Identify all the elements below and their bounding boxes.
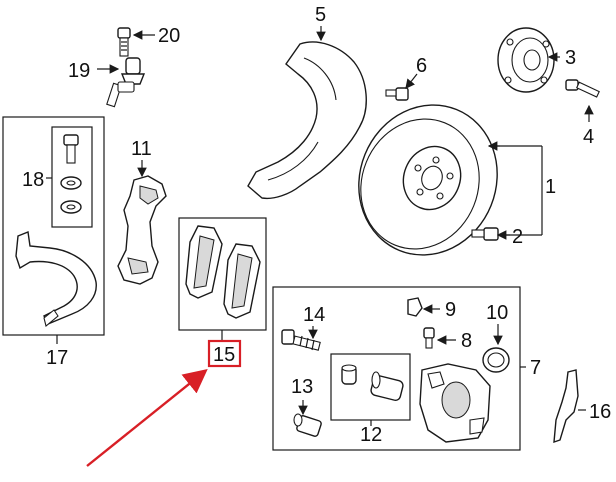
part-4-hub-bolt[interactable] <box>565 79 600 98</box>
part-16-anti-rattle-spring[interactable] <box>553 369 579 444</box>
callout-14[interactable]: 14 <box>303 304 325 326</box>
part-17-clip[interactable] <box>15 231 97 327</box>
callout-6[interactable]: 6 <box>416 55 427 77</box>
callout-10[interactable]: 10 <box>486 302 508 324</box>
bracket-1 <box>489 145 543 236</box>
callout-1[interactable]: 1 <box>545 176 556 198</box>
part-18-bolt-washers[interactable] <box>60 134 82 214</box>
callout-17[interactable]: 17 <box>46 347 68 369</box>
callout-3[interactable]: 3 <box>565 47 576 69</box>
callout-19[interactable]: 19 <box>68 60 90 82</box>
callout-12[interactable]: 12 <box>360 424 382 446</box>
leader-6 <box>405 73 418 89</box>
callout-8[interactable]: 8 <box>461 330 472 352</box>
part-1-brake-rotor[interactable] <box>336 84 519 276</box>
part-7-caliper[interactable] <box>419 363 491 443</box>
part-13-guide-pin[interactable] <box>293 413 322 437</box>
part-12-bushings[interactable] <box>341 364 404 401</box>
part-19-guide-bolt[interactable] <box>106 57 146 108</box>
part-20-bolt[interactable] <box>117 27 131 57</box>
callout-15[interactable]: 15 <box>213 344 235 366</box>
part-15-brake-pads[interactable] <box>185 225 261 319</box>
callout-7[interactable]: 7 <box>530 357 541 379</box>
pointer-arrow <box>86 368 208 467</box>
callout-11[interactable]: 11 <box>131 138 152 160</box>
callout-9[interactable]: 9 <box>445 299 456 321</box>
part-6-screw[interactable] <box>385 87 409 101</box>
highlight-box-15 <box>207 339 242 368</box>
kit-box-18 <box>51 126 93 228</box>
callout-2[interactable]: 2 <box>512 226 523 248</box>
part-3-hub-bearing[interactable] <box>497 27 555 93</box>
part-9-bleeder-cap[interactable] <box>407 297 423 317</box>
callout-4[interactable]: 4 <box>583 126 594 148</box>
part-5-splash-shield[interactable] <box>247 41 367 200</box>
part-2-rotor-screw[interactable] <box>471 227 499 241</box>
part-14-caliper-bolt[interactable] <box>281 329 321 351</box>
part-8-bleeder-screw[interactable] <box>423 327 435 349</box>
callout-16[interactable]: 16 <box>589 401 611 423</box>
part-10-piston-seal[interactable] <box>482 347 510 373</box>
kit-box-7 <box>272 286 521 451</box>
part-11-caliper-bracket[interactable] <box>117 175 167 285</box>
callout-18[interactable]: 18 <box>22 169 44 191</box>
callout-20[interactable]: 20 <box>158 25 180 47</box>
callout-13[interactable]: 13 <box>291 376 313 398</box>
callout-5[interactable]: 5 <box>315 4 326 26</box>
kit-box-17 <box>2 116 105 336</box>
